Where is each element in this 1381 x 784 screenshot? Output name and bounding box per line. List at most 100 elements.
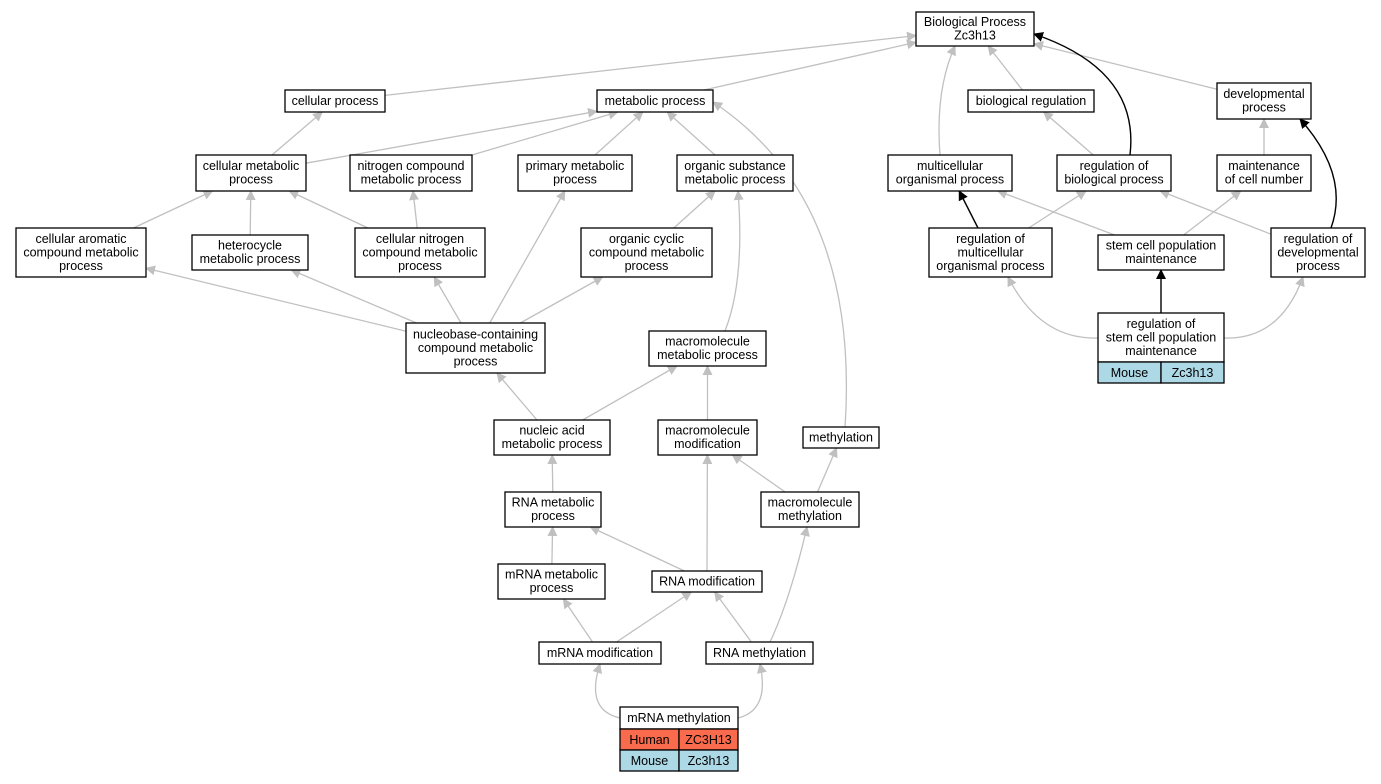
node-label-line: stem cell population [1106,330,1217,344]
edge-cncmp-to-cmp [288,190,369,229]
gene-label: Zc3h13 [1172,366,1214,380]
node-box [1216,82,1312,120]
node-label-line: process [530,581,574,595]
node-box [517,154,633,192]
gene-cell [678,749,739,772]
node-label-line: metabolic process [657,348,758,362]
node-label-line: of cell number [1225,173,1304,187]
species-label: Human [629,733,669,747]
node-label-line: stem cell population [1106,239,1217,253]
gene-label: ZC3H13 [685,733,732,747]
edge-namp-to-mmp [582,365,678,421]
node-label-line: process [625,259,669,273]
node-label-line: mRNA methylation [627,711,731,725]
node-box [580,227,713,278]
node-label-line: macromolecule [665,335,750,349]
go-term-node-mrnamod[interactable]: mRNA modification [538,641,662,665]
node-box [493,419,611,456]
node-box [1097,312,1225,363]
go-term-node-br[interactable]: biological regulation [967,89,1095,113]
edge-mmeth-to-meth [816,447,838,493]
edge-dp-to-bp [1033,41,1218,90]
edge-hmp-to-cmp [245,190,256,236]
go-term-node-rnamod[interactable]: RNA modification [651,570,763,593]
node-box [928,227,1053,278]
node-label-line: nitrogen compound [357,159,464,173]
node-box [705,641,814,665]
node-box [596,89,714,113]
node-label-line: developmental [1277,245,1358,259]
node-label-line: organismal process [936,259,1044,273]
node-label-line: heterocycle [218,239,282,253]
edge-rbp-to-br [1042,111,1094,156]
node-box [967,89,1095,113]
edge-mrnameth-to-rnameth [737,663,767,719]
node-box [15,227,147,278]
node-label-line: methylation [809,430,873,444]
node-label-line: mRNA metabolic [505,568,598,582]
node-label-line: cellular aromatic [35,232,126,246]
node-box [915,11,1035,47]
node-label-line: compound metabolic [589,245,704,259]
edge-mp-to-bp [703,39,917,91]
node-box [284,89,386,113]
go-term-node-cp[interactable]: cellular process [284,89,386,113]
edge-mmp-to-osmp [724,190,744,332]
node-box [1097,234,1225,271]
edge-rbp-to-bp [1033,32,1132,156]
node-box [1216,154,1312,192]
edge-rnamod-to-rnamp [589,526,685,572]
node-label-line: multicellular [917,159,983,173]
node-label-line: developmental [1223,87,1304,101]
node-label-line: regulation of [1284,232,1353,246]
node-box [191,234,309,271]
node-label-line: cellular nitrogen [376,232,464,246]
edge-namp-to-nbcmp [496,372,538,421]
go-term-node-mp[interactable]: metabolic process [596,89,714,113]
go-term-node-rnameth[interactable]: RNA methylation [705,641,814,665]
node-label-line: RNA methylation [713,646,806,660]
edge-mrnamod-to-mrnamp [562,598,594,643]
node-label-line: metabolic process [685,173,786,187]
edge-rnameth-to-mmeth [769,526,810,643]
node-label-line: macromolecule [665,424,750,438]
edge-rnameth-to-rnamod [714,591,752,643]
node-label-line: regulation of [1080,159,1149,173]
go-term-node-meth[interactable]: methylation [802,426,880,449]
node-label-line: modification [674,437,741,451]
node-label-line: metabolic process [200,252,301,266]
node-label-line: methylation [778,509,842,523]
node-box [354,227,486,278]
edge-cncmp-to-ncmp [409,190,419,229]
node-label-line: compound metabolic [418,341,533,355]
node-label-line: cellular process [292,94,379,108]
node-label-line: organic cyclic [609,232,684,246]
edge-mrnamp-to-rnamp [547,526,558,565]
